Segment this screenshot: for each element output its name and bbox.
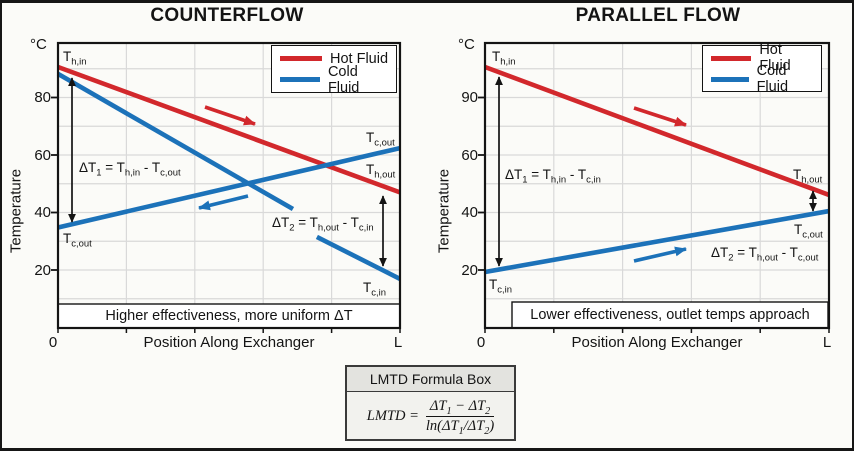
lmtd-formula-box: LMTD Formula Box LMTD = ΔT1 − ΔT2 ln(ΔT1… [345,365,516,441]
chart-0 [51,41,402,333]
parallel-y-unit: °C [458,36,475,53]
counterflow-legend: Hot Fluid Cold Fluid [271,45,397,96]
parallel-label-dt2: ΔT2 = Th,out - Tc,out [711,245,819,264]
parallel-label-tc-in: Tc,in [489,277,512,296]
counterflow-label-th-out: Th,out [366,162,396,181]
cold-fluid-swatch [280,77,320,82]
legend-row-hot: Hot Fluid [709,42,815,74]
formula-lhs: LMTD = [366,407,419,424]
parallel-legend: Hot Fluid Cold Fluid [702,42,822,95]
parallel-label-tc-out: Tc,out [794,222,823,241]
legend-label-cold: Cold Fluid [756,63,789,95]
parallel-ytick-90: 90 [461,89,478,106]
counterflow-caption: Higher effectiveness, more uniform ΔT [105,308,353,324]
legend-label-hot: Hot Fluid [759,42,791,74]
cold-flow-arrow [633,246,687,263]
plot-frame [483,41,831,330]
counterflow-label-tc-out-left: Tc,out [63,231,92,250]
counterflow-ytick-20: 20 [34,262,51,279]
counterflow-title: COUNTERFLOW [150,5,304,26]
parallel-x-axis-label: Position Along Exchanger [571,334,743,351]
parallel-ytick-60: 60 [461,147,478,164]
counterflow-label-tc-out-right: Tc,out [366,130,395,149]
hot-flow-arrow [633,106,687,127]
legend-label-hot: Hot Fluid [330,50,389,67]
legend-row-cold: Cold Fluid [709,63,815,95]
legend-row-cold: Cold Fluid [278,64,390,96]
counterflow-ytick-60: 60 [34,147,51,164]
formula-box-equation: LMTD = ΔT1 − ΔT2 ln(ΔT1/ΔT2) [347,392,514,440]
hot-fluid-line [57,64,401,195]
parallel-label-dt1: ΔT1 = Th,in - Tc,in [505,167,601,186]
counterflow-label-tc-in: Tc,in [363,280,386,299]
cold-fluid-swatch [711,76,749,82]
counterflow-y-unit: °C [30,36,47,53]
legend-label-cold: Cold Fluid [327,63,360,96]
legend-row-hot: Hot Fluid [278,48,390,69]
plot-frame [56,41,402,330]
parallel-label-th-in: Th,in [492,49,516,68]
counterflow-label-th-in: Th,in [63,49,87,68]
formula-box-header: LMTD Formula Box [347,367,514,392]
hot-fluid-line [484,64,830,198]
hot-flow-arrow [204,105,256,126]
hot-fluid-swatch [711,55,752,61]
cold-fluid-line [315,234,402,281]
cold-fluid-outlet-branch--line [57,145,401,230]
formula-fraction: ΔT1 − ΔT2 ln(ΔT1/ΔT2) [425,398,495,437]
caption-box [511,301,829,329]
parallel-ytick-40: 40 [461,204,478,221]
parallel-ytick-20: 20 [461,262,478,279]
cold-fluid-line [56,71,295,212]
hot-fluid-swatch [280,56,322,61]
counterflow-ytick-40: 40 [34,204,51,221]
parallel-title: PARALLEL FLOW [575,5,741,26]
counterflow-label-dt2: ΔT2 = Th,out - Tc,in [272,215,374,234]
parallel-xtick-0: 0 [476,334,486,351]
chart-1 [478,41,831,333]
counterflow-ytick-80: 80 [34,89,51,106]
cold-flow-arrow [198,194,249,211]
counterflow-xtick-L: L [393,334,403,351]
counterflow-x-axis-label: Position Along Exchanger [143,334,315,351]
parallel-caption: Lower effectiveness, outlet temps approa… [530,307,810,323]
counterflow-label-dt1: ΔT1 = Th,in - Tc,out [79,160,181,179]
cold-fluid-line [484,208,830,275]
formula-numerator: ΔT1 − ΔT2 [425,398,495,417]
formula-denominator: ln(ΔT1/ΔT2) [425,417,495,437]
counterflow-xtick-0: 0 [48,334,58,351]
parallel-xtick-L: L [822,334,832,351]
parallel-label-th-out: Th,out [793,167,823,186]
